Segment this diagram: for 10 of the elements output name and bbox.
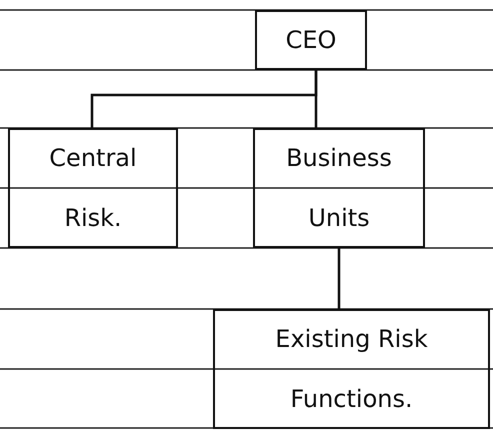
org-box bbox=[253, 128, 425, 248]
node-label: Central Risk. bbox=[48, 143, 138, 234]
org-box bbox=[255, 10, 367, 70]
org-box bbox=[8, 128, 178, 248]
node-label: CEO bbox=[286, 25, 336, 56]
node-label: Business Units bbox=[285, 143, 393, 234]
connector-line bbox=[338, 248, 340, 309]
org-box bbox=[213, 309, 490, 429]
node-label: Existing Risk Functions. bbox=[274, 324, 429, 415]
connector-line bbox=[314, 70, 318, 128]
